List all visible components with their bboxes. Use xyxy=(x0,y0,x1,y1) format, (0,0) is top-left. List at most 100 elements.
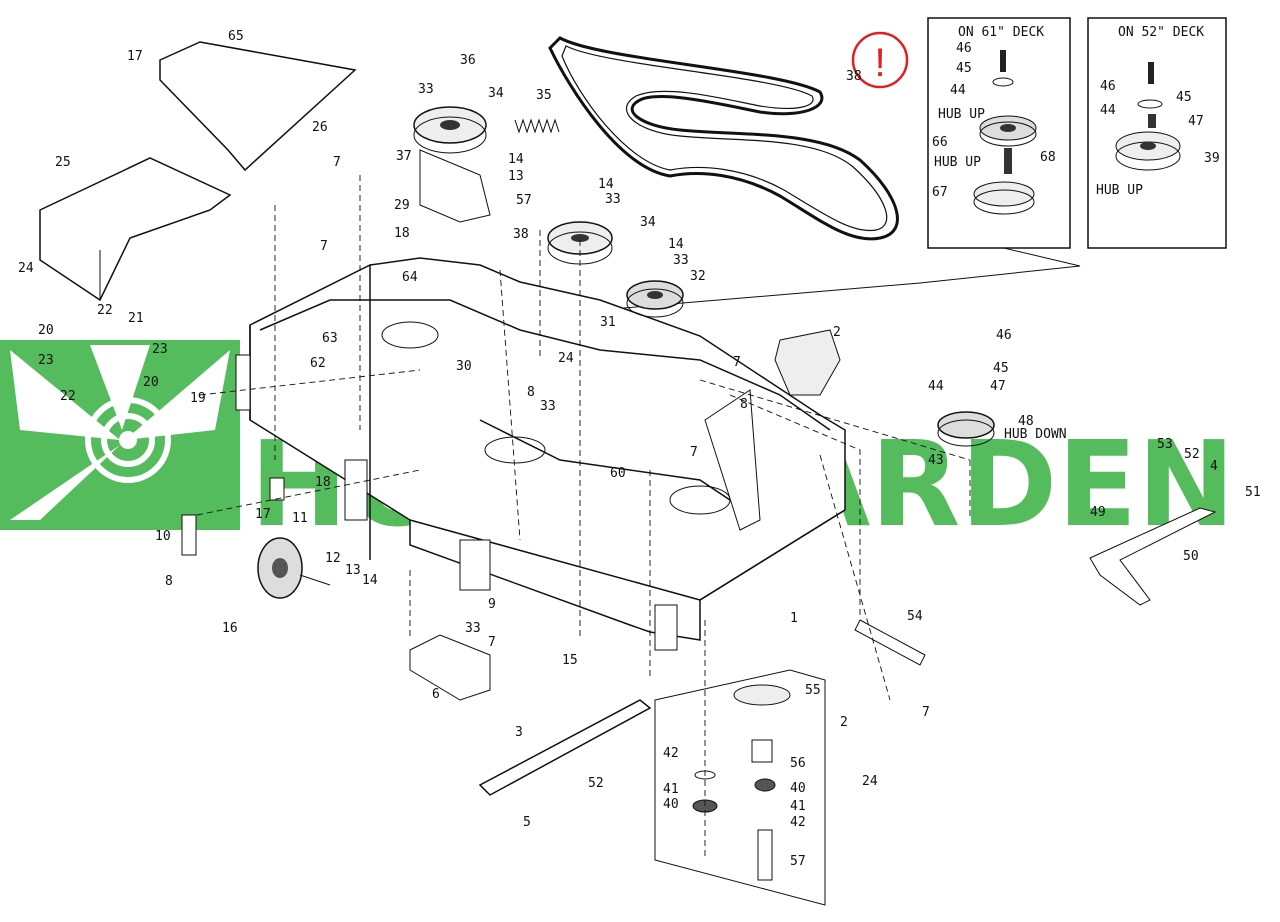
part-label-7-6: 7 xyxy=(922,705,930,720)
part-label-42-2: 42 xyxy=(790,815,806,830)
part-label-40-2: 40 xyxy=(790,781,806,796)
part-label-56: 56 xyxy=(790,756,806,771)
watermark-spiral-icon xyxy=(85,397,171,483)
hub-down-label: HUB DOWN xyxy=(1004,427,1067,442)
part-label-17: 17 xyxy=(127,49,143,64)
inset-52-title: ON 52" DECK xyxy=(1118,25,1204,40)
part-label-19: 19 xyxy=(190,391,206,406)
part-label-34: 34 xyxy=(488,86,504,101)
part-label-43: 43 xyxy=(928,453,944,468)
part-label-25: 25 xyxy=(55,155,71,170)
part-label-20: 20 xyxy=(38,323,54,338)
part-label-53: 53 xyxy=(1157,437,1173,452)
part-label-46-3: 46 xyxy=(1100,79,1116,94)
part-label-52: 52 xyxy=(1184,447,1200,462)
part-label-55: 55 xyxy=(805,683,821,698)
part-label-42: 42 xyxy=(663,746,679,761)
part-label-64: 64 xyxy=(402,270,418,285)
part-label-47-2: 47 xyxy=(1188,114,1204,129)
gauge-wheel-11 xyxy=(257,537,331,599)
part-label-11: 11 xyxy=(292,511,308,526)
part-label-50: 50 xyxy=(1183,549,1199,564)
part-label-7-5: 7 xyxy=(488,635,496,650)
part-label-34-2: 34 xyxy=(640,215,656,230)
part-label-39: 39 xyxy=(1204,151,1220,166)
part-label-33: 33 xyxy=(418,82,434,97)
idler-pulley-32 xyxy=(626,280,684,318)
part-label-2: 2 xyxy=(833,325,841,340)
part-label-49: 49 xyxy=(1090,505,1106,520)
alert-mark: ! xyxy=(851,31,909,89)
part-label-18-2: 18 xyxy=(394,226,410,241)
part-label-44-2: 44 xyxy=(950,83,966,98)
part-label-32: 32 xyxy=(690,269,706,284)
belt-cover-26 xyxy=(159,41,357,172)
part-label-67: 67 xyxy=(932,185,948,200)
alert-mark-symbol: ! xyxy=(874,41,885,85)
part-label-9: 9 xyxy=(488,597,496,612)
part-label-29: 29 xyxy=(394,198,410,213)
inset-52-deck: ON 52" DECK HUB UP xyxy=(1087,17,1227,249)
blade-3 xyxy=(478,699,652,796)
part-label-46-2: 46 xyxy=(956,41,972,56)
part-label-38-2: 38 xyxy=(846,69,862,84)
inset-61-title: ON 61" DECK xyxy=(958,25,1044,40)
part-label-1: 1 xyxy=(790,611,798,626)
part-label-14-4: 14 xyxy=(668,237,684,252)
part-label-23: 23 xyxy=(38,353,54,368)
inset-61-hub-up-2: HUB UP xyxy=(934,155,981,170)
part-label-5: 5 xyxy=(523,815,531,830)
part-label-33-3: 33 xyxy=(673,253,689,268)
deck-housing xyxy=(249,257,846,641)
belt xyxy=(548,36,899,241)
part-label-10: 10 xyxy=(155,529,171,544)
part-label-8-2: 8 xyxy=(165,574,173,589)
part-label-12: 12 xyxy=(325,551,341,566)
part-label-7: 7 xyxy=(333,155,341,170)
part-label-31: 31 xyxy=(600,315,616,330)
part-label-13-2: 13 xyxy=(508,169,524,184)
part-label-45-2: 45 xyxy=(956,61,972,76)
part-label-47: 47 xyxy=(990,379,1006,394)
pulley-34-center xyxy=(547,221,613,265)
part-label-45: 45 xyxy=(993,361,1009,376)
part-label-14-2: 14 xyxy=(508,152,524,167)
part-label-30: 30 xyxy=(456,359,472,374)
pulley-34-upper xyxy=(413,106,491,223)
part-label-4: 4 xyxy=(1210,459,1218,474)
lift-rod-50 xyxy=(1089,507,1217,606)
part-label-48: 48 xyxy=(1018,414,1034,429)
part-label-24: 24 xyxy=(18,261,34,276)
part-label-8-3: 8 xyxy=(527,385,535,400)
spindle-2-right xyxy=(774,329,841,396)
part-label-38: 38 xyxy=(513,227,529,242)
part-label-60: 60 xyxy=(610,466,626,481)
part-label-13: 13 xyxy=(345,563,361,578)
part-label-57-2: 57 xyxy=(790,854,806,869)
part-label-41-2: 41 xyxy=(790,799,806,814)
part-label-33-4: 33 xyxy=(540,399,556,414)
part-label-35: 35 xyxy=(536,88,552,103)
part-label-44: 44 xyxy=(928,379,944,394)
part-label-46: 46 xyxy=(996,328,1012,343)
assembly-leaders xyxy=(196,175,971,860)
part-label-17-2: 17 xyxy=(255,507,271,522)
part-label-24-3: 24 xyxy=(862,774,878,789)
part-label-21: 21 xyxy=(128,311,144,326)
part-label-7-3: 7 xyxy=(733,355,741,370)
part-label-52-2: 52 xyxy=(588,776,604,791)
part-label-3: 3 xyxy=(515,725,523,740)
inset-61-deck: ON 61" DECK HUB UP HUB UP xyxy=(927,17,1071,249)
part-label-16: 16 xyxy=(222,621,238,636)
part-label-22: 22 xyxy=(97,303,113,318)
part-number-labels: 1223456777777888910111213131414141415161… xyxy=(18,29,1261,869)
mounting-brackets xyxy=(181,354,761,701)
part-label-57: 57 xyxy=(516,193,532,208)
part-label-18: 18 xyxy=(315,475,331,490)
part-label-23-2: 23 xyxy=(152,342,168,357)
part-label-41: 41 xyxy=(663,782,679,797)
part-label-2-2: 2 xyxy=(840,715,848,730)
part-label-22-2: 22 xyxy=(60,389,76,404)
part-label-37: 37 xyxy=(396,149,412,164)
